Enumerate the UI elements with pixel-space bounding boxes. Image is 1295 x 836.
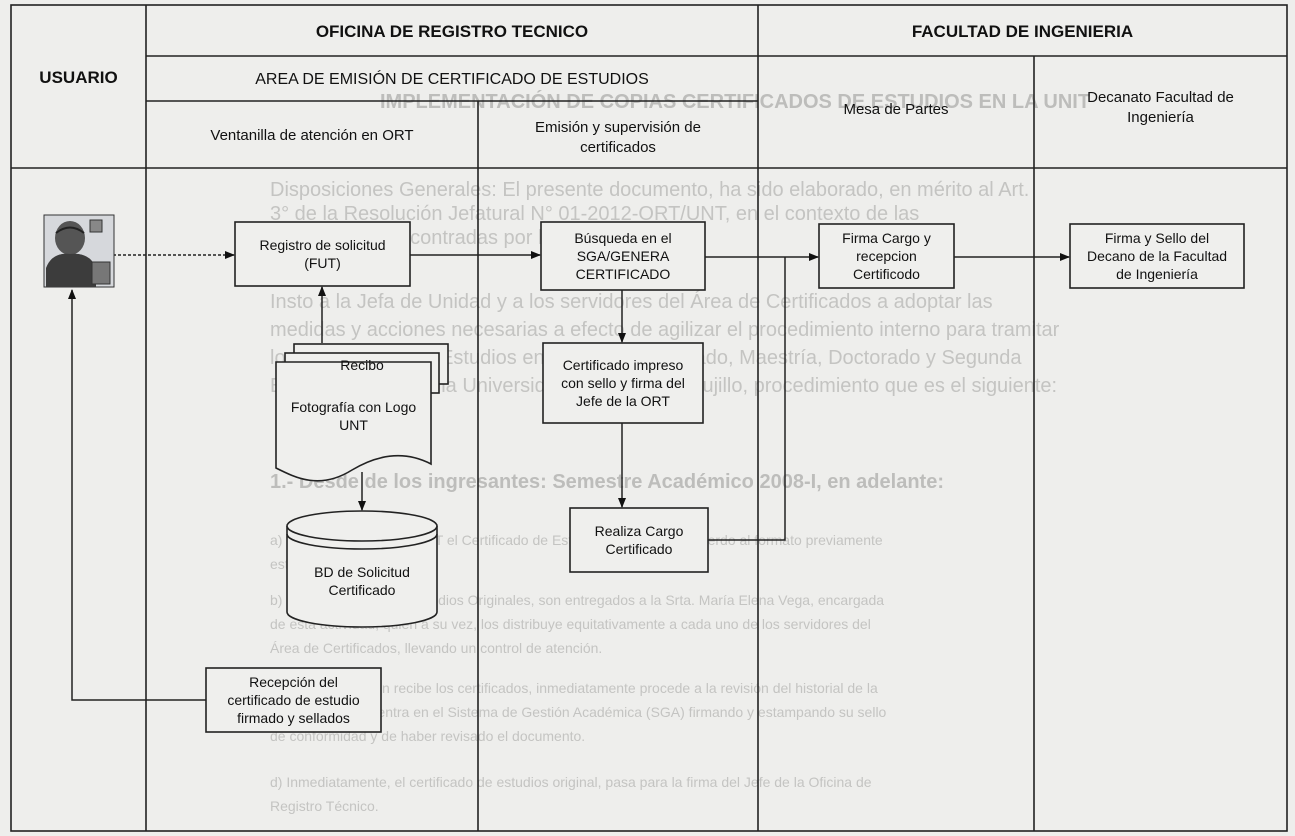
firma-cargo-label: Firma Cargo y recepcion Certificodo [819,224,954,288]
database-shape [286,510,438,628]
emision-header-line: certificados [580,139,656,156]
facultad-header: FACULTAD DE INGENIERIA [911,22,1134,41]
background-line: medidas y acciones necesarias a efecto d… [270,319,1060,341]
background-heading: 1.- Desde de los ingresantes: Semestre A… [270,471,944,493]
background-line: c) El servidor quien recibe los certific… [270,680,878,696]
fotografia-label: Fotografía con Logo UNT [276,398,431,434]
firma-cargo-line: Firma Cargo y [842,230,931,246]
registro-solicitud-box [234,221,411,287]
realiza-cargo-box [569,507,709,573]
fotografia-line: Fotografía con Logo [290,399,417,415]
fotografia-line: UNT [339,417,368,433]
background-line: data que se encuentra en el Sistema de G… [270,704,887,720]
realiza-line: Certificado [605,541,673,557]
firma-sello-line: Firma y Sello del [1104,230,1210,246]
recibo-label: Recibo [340,357,384,373]
registro-line: (FUT) [304,255,341,271]
background-line: Insto a la Jefa de Unidad y a los servid… [270,291,993,313]
background-title: IMPLEMENTACIÓN DE COPIAS CERTIFICADOS DE… [380,91,1091,113]
realiza-cargo-label: Realiza Cargo Certificado [570,508,708,572]
busqueda-line: Búsqueda en el [574,230,672,246]
bd-line: Certificado [328,582,396,598]
mesa-lane-header: Mesa de Partes [843,101,949,118]
recepcion-certificado-label: Recepción del certificado de estudio fir… [206,668,381,732]
background-line: Disposiciones Generales: El presente doc… [270,179,1030,201]
arrow-realiza-mesa [708,257,786,541]
firma-cargo-line: Certificodo [853,266,920,282]
bd-solicitud-label: BD de Solicitud Certificado [287,563,437,599]
firma-cargo-line: recepcion [856,248,917,264]
arrow-recepcion-usuario [68,289,206,701]
usuario-lane-header: USUARIO [39,68,118,87]
decanato-header-line: Ingeniería [1127,109,1194,126]
firma-sello-line: de Ingeniería [1116,266,1198,282]
realiza-line: Realiza Cargo [594,523,684,539]
busqueda-sga-label: Búsqueda en el SGA/GENERA CERTIFICADO [541,222,705,290]
swimlane-grid [10,4,1288,832]
registro-line: Registro de solicitud [259,237,386,253]
user-avatar-icon [43,214,115,288]
certificado-line: con sello y firma del [561,375,685,391]
background-line: Área de Certificados, llevando un contro… [270,640,603,656]
certificado-line: Jefe de la ORT [576,393,670,409]
emision-header-line: Emisión y supervisión de [535,119,701,136]
firma-sello-decano-label: Firma y Sello del Decano de la Facultad … [1070,224,1244,288]
recepcion-line: certificado de estudio [227,692,360,708]
background-line: 3° de la Resolución Jefatural N° 01-2012… [270,203,920,225]
busqueda-line: SGA/GENERA [576,248,670,264]
decanato-header-line: Decanato Facultad de [1087,89,1234,106]
firma-cargo-box [818,223,955,289]
documents-shape [275,343,449,482]
certificado-line: Certificado impreso [562,357,684,373]
bd-line: BD de Solicitud [314,564,410,580]
background-line: d) Inmediatamente, el certificado de est… [270,774,872,790]
recepcion-certificado-box [205,667,382,733]
emision-lane-header: Emisión y supervisión de certificados [478,118,758,158]
certificado-impreso-box [542,342,704,424]
background-line: Registro Técnico. [270,798,379,814]
recepcion-line: Recepción del [249,674,338,690]
recepcion-line: firmado y sellados [237,710,350,726]
busqueda-line: CERTIFICADO [575,266,671,282]
registro-solicitud-label: Registro de solicitud (FUT) [235,222,410,286]
firma-sello-line: Decano de la Facultad [1086,248,1228,264]
certificado-impreso-label: Certificado impreso con sello y firma de… [543,343,703,423]
decanato-lane-header: Decanato Facultad de Ingeniería [1034,88,1287,128]
oficina-header: OFICINA DE REGISTRO TECNICO [315,22,589,41]
area-header: AREA DE EMISIÓN DE CERTIFICADO DE ESTUDI… [255,71,649,88]
firma-sello-decano-box [1069,223,1245,289]
busqueda-sga-box [540,221,706,291]
ventanilla-lane-header: Ventanilla de atención en ORT [210,127,414,144]
